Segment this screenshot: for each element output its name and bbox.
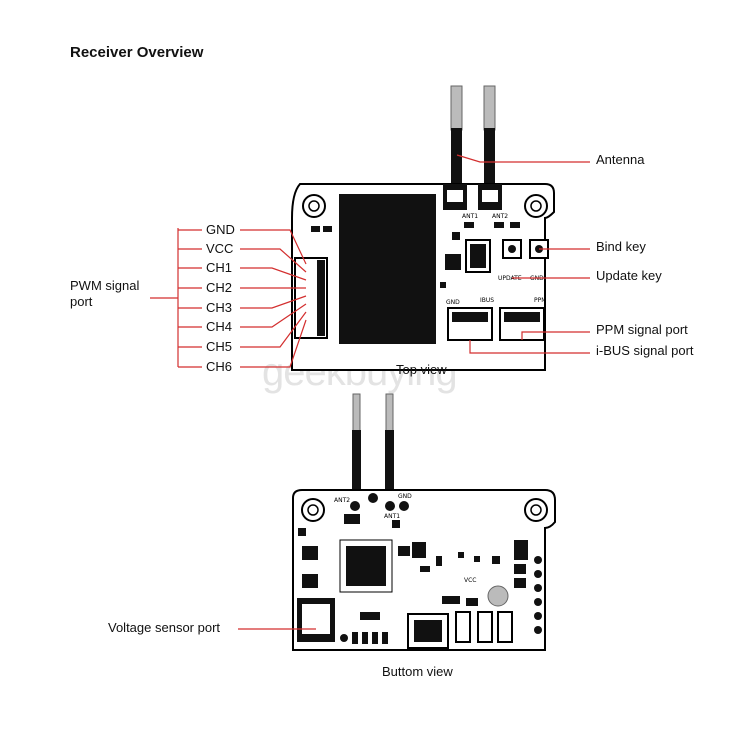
pwm-port-label-line2: port [70, 294, 93, 309]
top-ppm-mark: PPM [534, 297, 546, 304]
top-update-mark: UPDATE [498, 275, 522, 282]
bottom-ant1-mark: ANT1 [384, 513, 400, 520]
pin-label-ch3: CH3 [206, 300, 233, 315]
top-callout-lines [150, 154, 590, 368]
ppm-port-label: PPM signal port [596, 322, 688, 337]
pin-label-ch4: CH4 [206, 319, 233, 334]
update-key-label: Update key [596, 268, 662, 283]
pwm-port-label-line1: PWM signal [70, 278, 140, 293]
bottom-vcc-mark: VCC [464, 577, 476, 584]
top-ant2-mark: ANT2 [492, 213, 508, 220]
bind-key-label: Bind key [596, 239, 646, 254]
antenna-label: Antenna [596, 152, 645, 167]
bottom-gnd-mark: GND [398, 493, 412, 500]
voltage-sensor-label: Voltage sensor port [108, 620, 221, 635]
page-title: Receiver Overview [70, 44, 204, 61]
pin-label-gnd: GND [206, 222, 235, 237]
top-view-caption: Top view [396, 362, 447, 377]
top-view-board: ANT1 ANT2 UPDATE GND GND IBUS PPM [291, 85, 555, 371]
bottom-ant2-mark: ANT2 [334, 497, 350, 504]
pin-label-ch1: CH1 [206, 260, 233, 275]
top-ibus-mark: IBUS [480, 297, 494, 304]
pin-label-vcc: VCC [206, 241, 234, 256]
top-ant1-mark: ANT1 [462, 213, 478, 220]
bottom-view-board: ANT2 ANT1 GND VCC [292, 393, 556, 651]
bottom-view-caption: Buttom view [382, 664, 453, 679]
pin-label-ch2: CH2 [206, 280, 233, 295]
pin-label-ch6: CH6 [206, 359, 233, 374]
top-gnd-mark-a: GND [446, 299, 460, 306]
pin-label-ch5: CH5 [206, 339, 233, 354]
ibus-port-label: i-BUS signal port [596, 343, 694, 358]
